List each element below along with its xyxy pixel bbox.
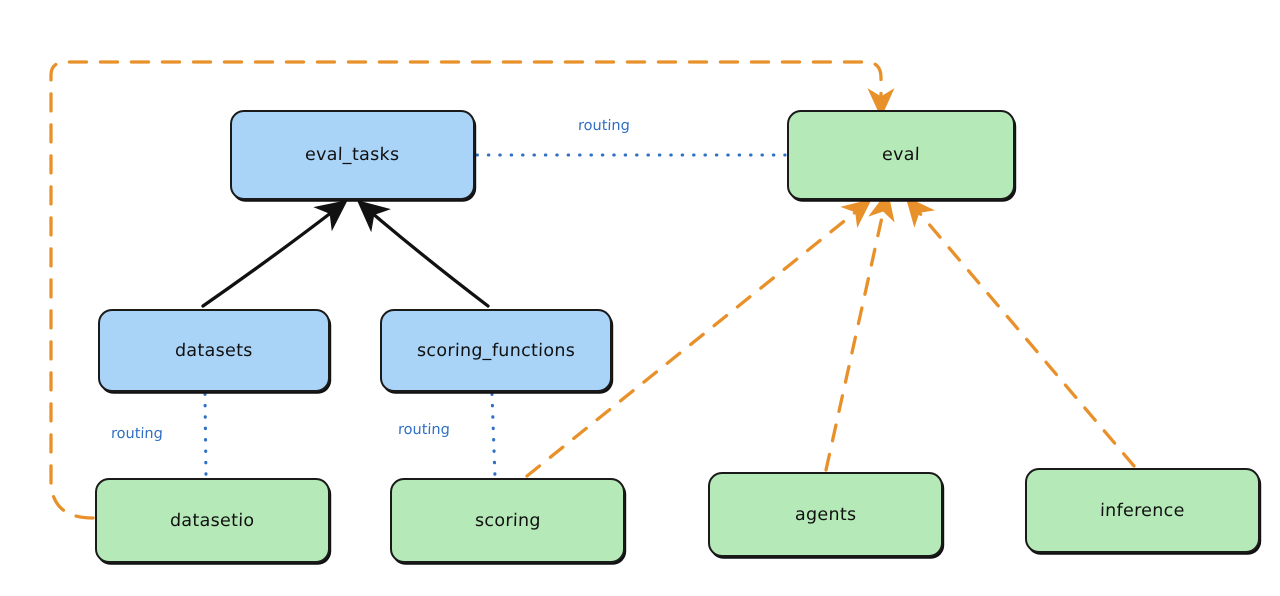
edge-agents-eval — [824, 190, 895, 472]
node-datasetio[interactable]: datasetio — [95, 478, 330, 563]
edge-datasets-eval_tasks — [201, 199, 348, 308]
node-datasets[interactable]: datasets — [98, 309, 330, 392]
node-label: scoring_functions — [416, 340, 576, 361]
node-label: eval — [881, 145, 921, 165]
edge-scoring_functions-eval_tasks — [356, 200, 490, 308]
node-eval[interactable]: eval — [787, 110, 1015, 200]
edge-scoring_functions-scoring — [490, 392, 497, 479]
node-label: datasets — [174, 340, 254, 361]
node-scoring[interactable]: scoring — [390, 478, 625, 563]
edge-label-routing-eval: routing — [577, 118, 631, 134]
edge-label-routing-datasetio: routing — [110, 426, 164, 442]
edge-label-routing-scoring: routing — [397, 422, 451, 438]
node-inference[interactable]: inference — [1025, 468, 1260, 553]
node-eval-tasks[interactable]: eval_tasks — [230, 110, 475, 200]
node-agents[interactable]: agents — [708, 472, 943, 557]
edge-inference-eval — [905, 196, 1136, 468]
node-label: datasetio — [170, 510, 255, 531]
node-label: eval_tasks — [305, 145, 400, 165]
node-scoring-functions[interactable]: scoring_functions — [380, 309, 612, 392]
node-label: inference — [1099, 500, 1186, 521]
node-label: scoring — [474, 510, 541, 531]
node-label: agents — [794, 504, 857, 525]
edge-datasets-datasetio — [203, 392, 208, 479]
